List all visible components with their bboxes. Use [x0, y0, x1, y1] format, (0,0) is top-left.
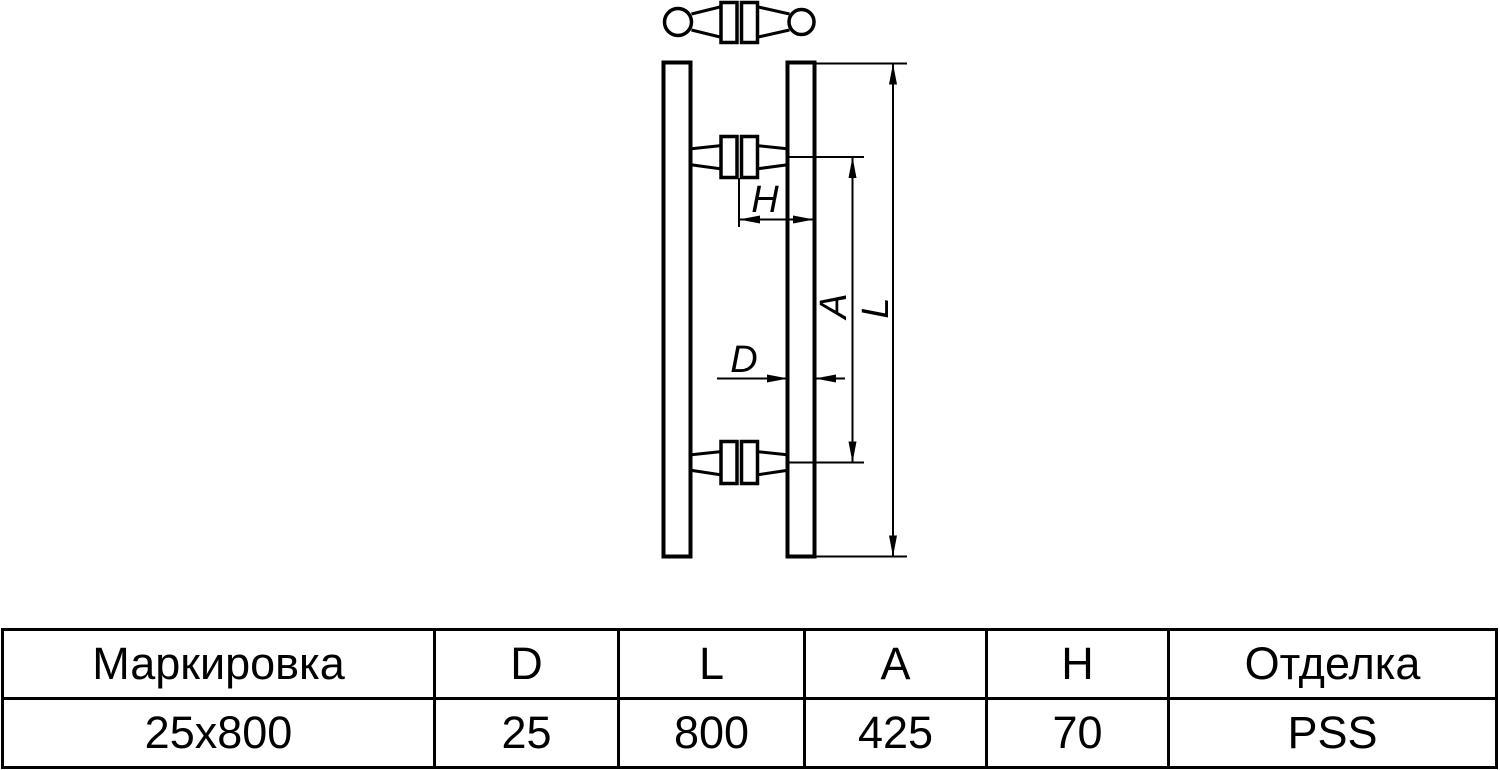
top-view: [662, 0, 816, 45]
top-view-left-neck: [691, 5, 723, 39]
dimension-L-label: L: [855, 297, 897, 318]
handle-technical-drawing: L A H D: [661, 0, 907, 559]
dimension-D-arrow-left: [815, 374, 836, 383]
header-markirovka: Маркировка: [1, 628, 436, 700]
dimension-D-arrow-right: [767, 374, 788, 383]
dimension-D-label: D: [730, 339, 757, 381]
top-view-left-flange: [719, 0, 739, 45]
top-view-left-bar-section: [662, 6, 694, 38]
upper-mount-right-flange: [739, 134, 760, 180]
header-d: D: [433, 628, 620, 700]
dimension-L-arrow-down: [889, 535, 897, 557]
dimension-D: D: [717, 339, 845, 383]
spec-table-header-row: Маркировка D L A H Отделка: [1, 628, 1498, 700]
dimension-H-arrow-left: [739, 215, 760, 224]
lower-mount-left-flange: [719, 439, 739, 486]
right-handle-bar: [785, 60, 817, 559]
upper-mount-left-flange: [719, 134, 739, 180]
dimension-A: A: [788, 156, 864, 464]
spec-table-value-row: 25x800 25 800 425 70 PSS: [1, 697, 1498, 769]
lower-mount-left-neck: [688, 450, 723, 477]
spec-table: Маркировка D L A H Отделка 25x800 25 800…: [1, 628, 1498, 769]
value-markirovka: 25x800: [1, 697, 436, 769]
dimension-H-arrow-right: [793, 215, 814, 224]
header-h: H: [985, 628, 1170, 700]
header-l: L: [617, 628, 806, 700]
value-l: 800: [617, 697, 806, 769]
dimension-A-arrow-down: [848, 441, 857, 463]
dimension-A-label: A: [813, 293, 855, 320]
dimension-L-arrow-up: [889, 63, 897, 85]
value-otdelka: PSS: [1167, 697, 1498, 769]
top-view-right-bar-section: [787, 7, 816, 37]
top-view-right-flange: [739, 0, 760, 45]
value-d: 25: [433, 697, 620, 769]
value-h: 70: [985, 697, 1170, 769]
dimension-L-extension-lines: [815, 62, 907, 558]
header-otdelka: Отделка: [1167, 628, 1498, 700]
upper-mount-right-neck: [755, 144, 790, 171]
lower-mount-right-flange: [739, 439, 760, 486]
header-a: A: [803, 628, 988, 700]
dimension-A-arrow-up: [848, 157, 857, 178]
dimension-L: L: [815, 62, 907, 558]
value-a: 425: [803, 697, 988, 769]
top-view-right-neck: [755, 5, 790, 39]
front-view: [661, 60, 817, 559]
left-handle-bar: [661, 60, 693, 559]
dimension-H-label: H: [751, 179, 779, 221]
lower-mount-right-neck: [755, 450, 790, 477]
dimension-H: H: [738, 178, 814, 227]
upper-mount-left-neck: [688, 144, 723, 171]
dimension-A-extension-lines: [788, 156, 864, 464]
